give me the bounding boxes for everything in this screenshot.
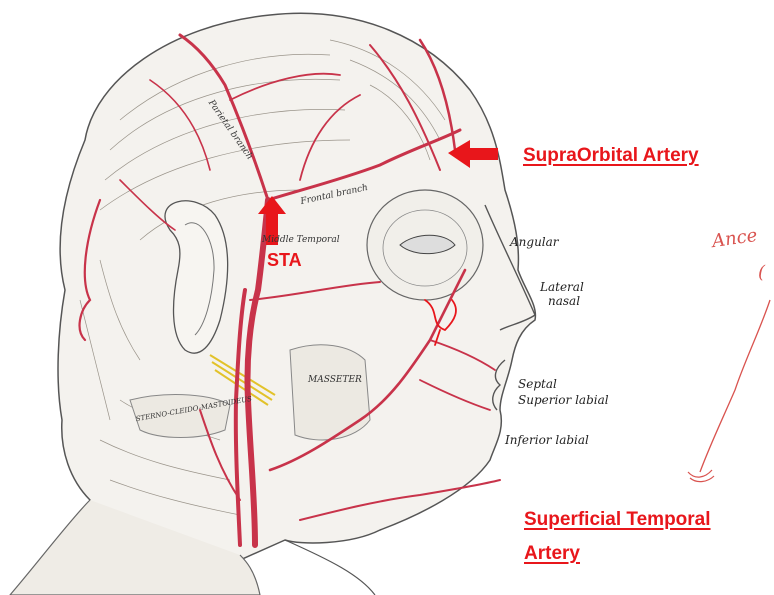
supraorbital-artery-text: SupraOrbital Artery <box>523 145 699 166</box>
superficial-temporal-artery-label: Superficial Temporal Artery <box>524 503 711 571</box>
middle-temporal-label: Middle Temporal <box>262 235 340 245</box>
sta-label: STA <box>267 250 302 270</box>
masseter-label: MASSETER <box>308 375 362 385</box>
scalp-muscle-lines <box>79 39 446 516</box>
angular-label: Angular <box>510 235 559 249</box>
handwriting-note-2: ( <box>758 262 766 283</box>
nerve-lines <box>209 354 276 406</box>
neck-outline <box>9 499 261 595</box>
superior-labial-label: Superior labial <box>518 393 609 407</box>
sta-arrow <box>258 196 286 245</box>
septal-label: Septal <box>518 377 557 391</box>
lateral-nasal-label-1: Lateral <box>540 280 584 294</box>
superficial-temporal-line1: Superficial Temporal <box>524 509 711 530</box>
head-outline <box>57 12 537 591</box>
supraorbital-arrow <box>448 140 498 168</box>
supraorbital-artery-label: SupraOrbital Artery <box>523 145 699 167</box>
nose-profile <box>484 204 536 331</box>
lateral-nasal-label-2: nasal <box>548 294 581 308</box>
hand-arrow <box>699 299 771 473</box>
masseter-muscle <box>289 344 371 441</box>
inferior-labial-label: Inferior labial <box>505 433 589 447</box>
lips <box>492 359 506 411</box>
ear <box>164 200 229 354</box>
superficial-temporal-line2: Artery <box>524 543 580 564</box>
arteries <box>78 33 501 548</box>
